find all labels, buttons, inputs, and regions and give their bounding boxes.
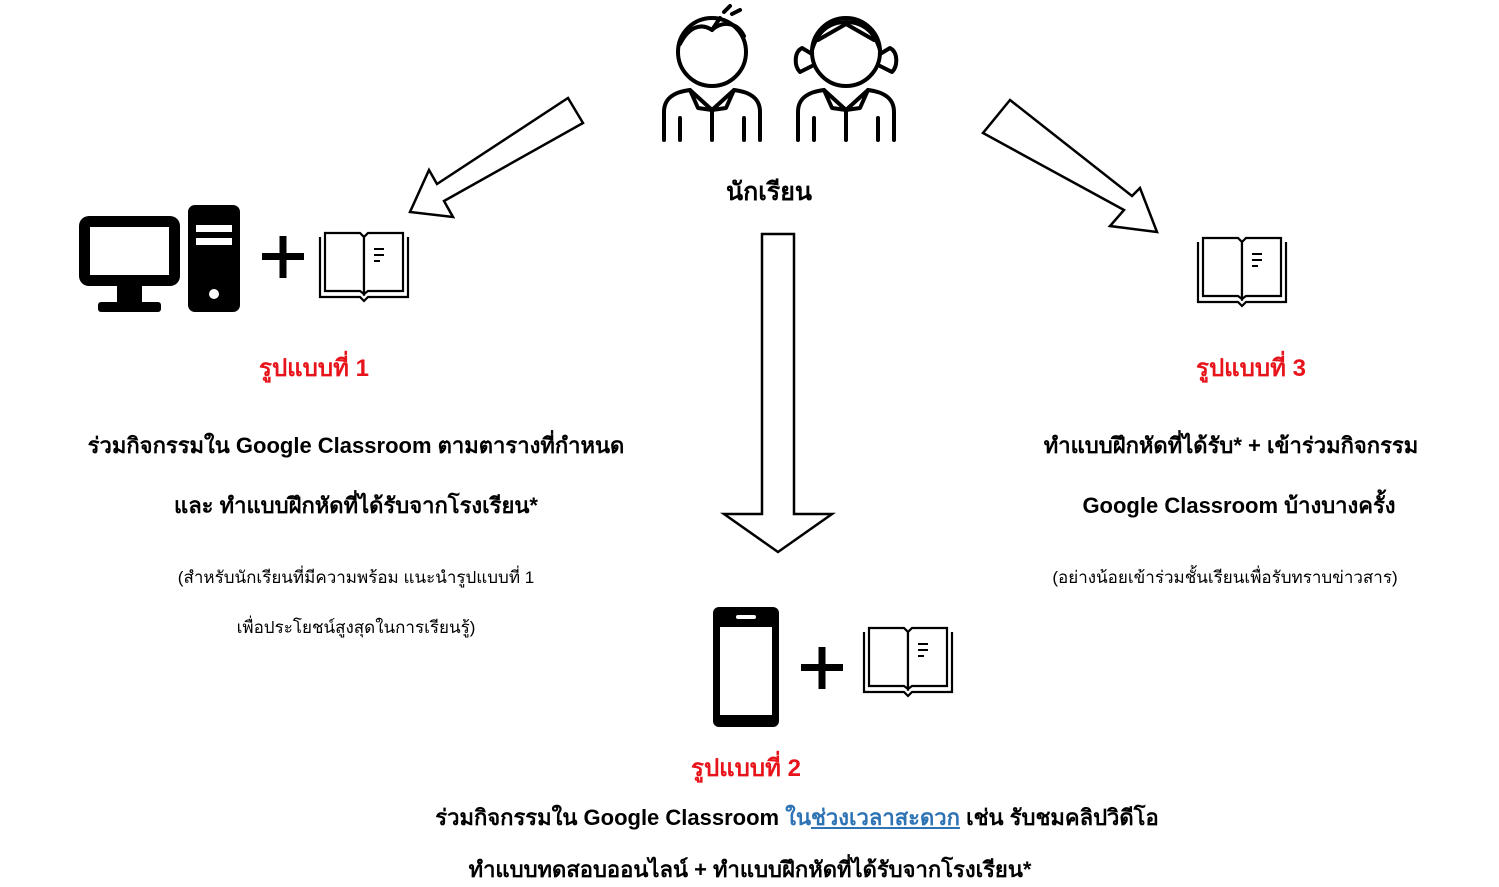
- plus-icon: [262, 236, 304, 278]
- book-icon: [1196, 236, 1288, 308]
- convenient-time-link-plain: ใน: [785, 805, 811, 830]
- book-icon: [318, 231, 410, 303]
- smartphone-icon: [713, 607, 779, 727]
- mode1-title: รูปแบบที่ 1: [259, 355, 369, 382]
- mode2-desc-line1: ร่วมกิจกรรมใน Google Classroom ในช่วงเวล…: [435, 800, 1158, 835]
- mode2-desc-line1-post: เช่น รับชมคลิปวิดีโอ: [959, 805, 1159, 830]
- mode3-desc-line2: Google Classroom บ้างบางครั้ง: [1082, 493, 1396, 518]
- convenient-time-link-underlined: ช่วงเวลาสะดวก: [811, 805, 960, 830]
- convenient-time-link[interactable]: ในช่วงเวลาสะดวก: [785, 805, 960, 830]
- mode1-desc-line2: และ ทำแบบฝึกหัดที่ได้รับจากโรงเรียน*: [174, 493, 538, 518]
- mode1-note-line1: (สำหรับนักเรียนที่มีความพร้อม แนะนำรูปแบ…: [177, 568, 535, 587]
- mode1-desc-line1: ร่วมกิจกรรมใน Google Classroom ตามตารางท…: [87, 433, 625, 458]
- girl-icon: [793, 16, 899, 142]
- boy-icon: [662, 4, 762, 142]
- mode2-title: รูปแบบที่ 2: [691, 755, 801, 782]
- arrow-to-mode3: [981, 98, 1159, 234]
- mode3-note-line1: (อย่างน้อยเข้าร่วมชั้นเรียนเพื่อรับทราบข…: [1052, 568, 1398, 587]
- arrow-to-mode2: [720, 232, 836, 554]
- mode3-title: รูปแบบที่ 3: [1196, 355, 1306, 382]
- students-label: นักเรียน: [726, 178, 812, 206]
- book-icon: [862, 626, 954, 698]
- desktop-computer-icon: [79, 205, 240, 312]
- arrow-to-mode1: [408, 96, 585, 219]
- plus-icon: [801, 647, 843, 689]
- mode1-note-line2: เพื่อประโยชน์สูงสุดในการเรียนรู้): [236, 618, 476, 637]
- mode2-desc-line2: ทำแบบทดสอบออนไลน์ + ทำแบบฝึกหัดที่ได้รับ…: [468, 857, 1032, 882]
- mode2-desc-line1-pre: ร่วมกิจกรรมใน Google Classroom: [435, 805, 786, 830]
- mode3-desc-line1: ทำแบบฝึกหัดที่ได้รับ* + เข้าร่วมกิจกรรม: [1043, 433, 1419, 458]
